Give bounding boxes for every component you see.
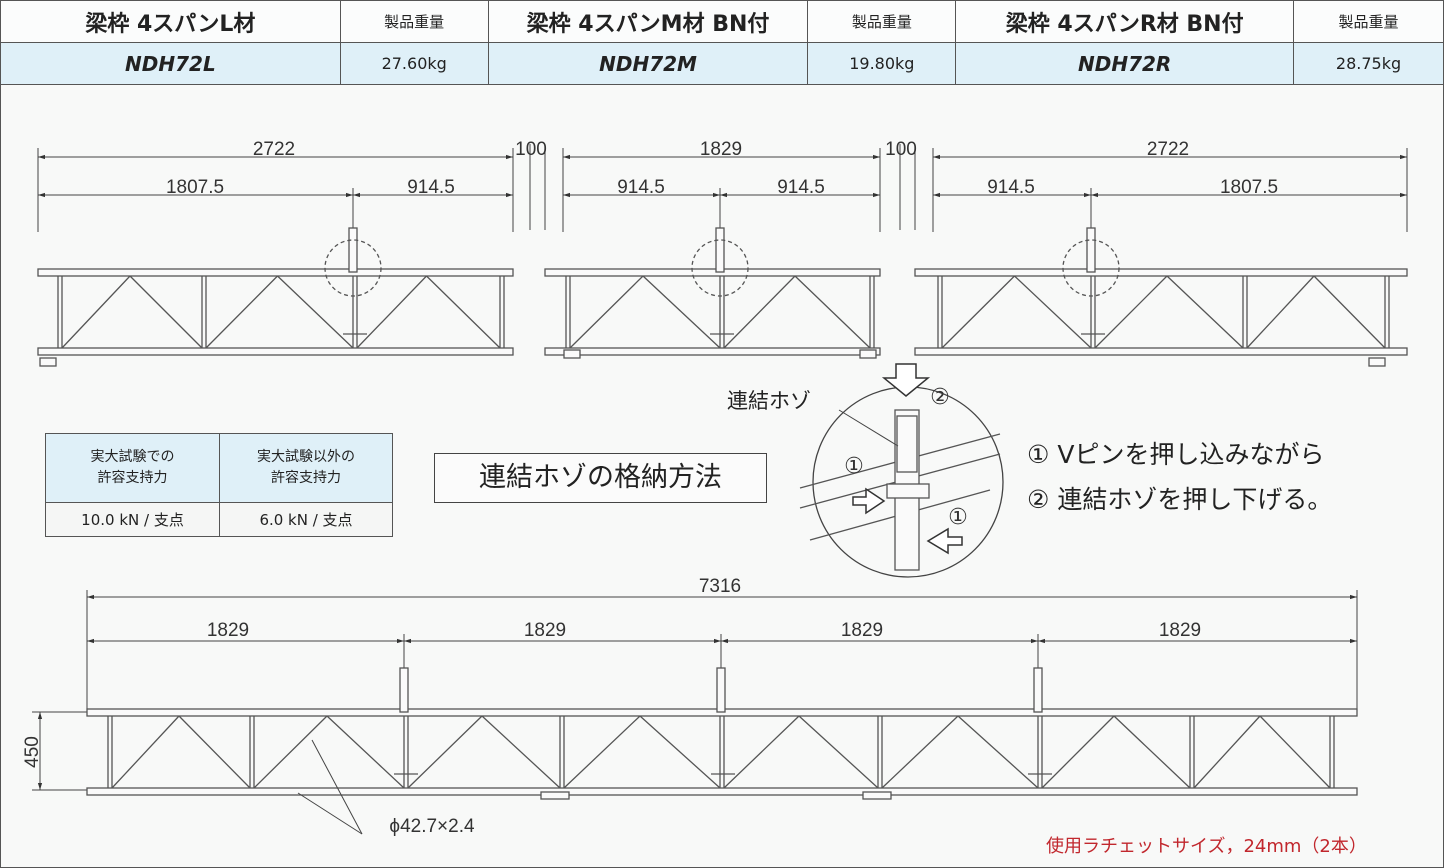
marker-2: ② — [930, 385, 950, 410]
ratchet-note: 使用ラチェットサイズ，24mm（2本） — [1046, 836, 1367, 857]
arrow-down-icon — [881, 363, 931, 397]
marker-1b: ① — [948, 505, 968, 530]
dim-left-sub2: 914.5 — [407, 177, 455, 198]
arrow-right-icon — [852, 487, 886, 515]
dim-span-2: 1829 — [524, 620, 566, 641]
product-code-m: NDH72M — [487, 42, 809, 85]
load-value-tested: 10.0 kN / 支点 — [45, 502, 220, 537]
load-header-tested: 実大試験での許容支持力 — [45, 433, 220, 503]
storage-method-title: 連結ホゾの格納方法 — [434, 453, 767, 503]
step-2-text: ② 連結ホゾを押し下げる。 — [1027, 485, 1333, 514]
weight-label-l: 製品重量 — [339, 0, 489, 43]
weight-value-r: 28.75kg — [1293, 42, 1444, 85]
product-code-r: NDH72R — [955, 42, 1295, 85]
joint-tenon — [896, 415, 918, 473]
spec-table: 梁枠 4スパンL材 製品重量 梁枠 4スパンM材 BN付 製品重量 梁枠 4スパ… — [0, 0, 1444, 85]
arrow-left-icon — [926, 527, 963, 555]
dim-gap-1: 100 — [515, 139, 547, 160]
pipe-size-label: ϕ42.7×2.4 — [389, 816, 475, 837]
weight-value-m: 19.80kg — [807, 42, 957, 85]
weight-label-r: 製品重量 — [1293, 0, 1444, 43]
step-1-text: ① Vピンを押し込みながら — [1027, 440, 1325, 469]
dim-mid-total: 1829 — [700, 139, 742, 160]
dim-right-sub1: 914.5 — [987, 177, 1035, 198]
product-code-l: NDH72L — [0, 42, 341, 85]
marker-1a: ① — [844, 454, 864, 479]
weight-value-l: 27.60kg — [339, 42, 489, 85]
dim-overall: 7316 — [699, 576, 741, 597]
dim-mid-sub2: 914.5 — [777, 177, 825, 198]
product-name-m: 梁枠 4スパンM材 BN付 — [487, 0, 809, 43]
dim-gap-2: 100 — [885, 139, 917, 160]
dim-left-sub1: 1807.5 — [166, 177, 224, 198]
load-header-other: 実大試験以外の許容支持力 — [219, 433, 393, 503]
dim-height: 450 — [22, 736, 43, 768]
storage-detail: ② ① ① — [799, 363, 1004, 578]
joint-tenon-label: 連結ホゾ — [727, 389, 811, 413]
dim-left-total: 2722 — [253, 139, 295, 160]
dim-right-total: 2722 — [1147, 139, 1189, 160]
dim-span-4: 1829 — [1159, 620, 1201, 641]
load-capacity-table: 実大試験での許容支持力 実大試験以外の許容支持力 10.0 kN / 支点 6.… — [45, 433, 393, 537]
product-name-l: 梁枠 4スパンL材 — [0, 0, 341, 43]
dim-span-3: 1829 — [841, 620, 883, 641]
dim-span-1: 1829 — [207, 620, 249, 641]
dim-right-sub2: 1807.5 — [1220, 177, 1278, 198]
load-value-other: 6.0 kN / 支点 — [219, 502, 393, 537]
dim-mid-sub1: 914.5 — [617, 177, 665, 198]
